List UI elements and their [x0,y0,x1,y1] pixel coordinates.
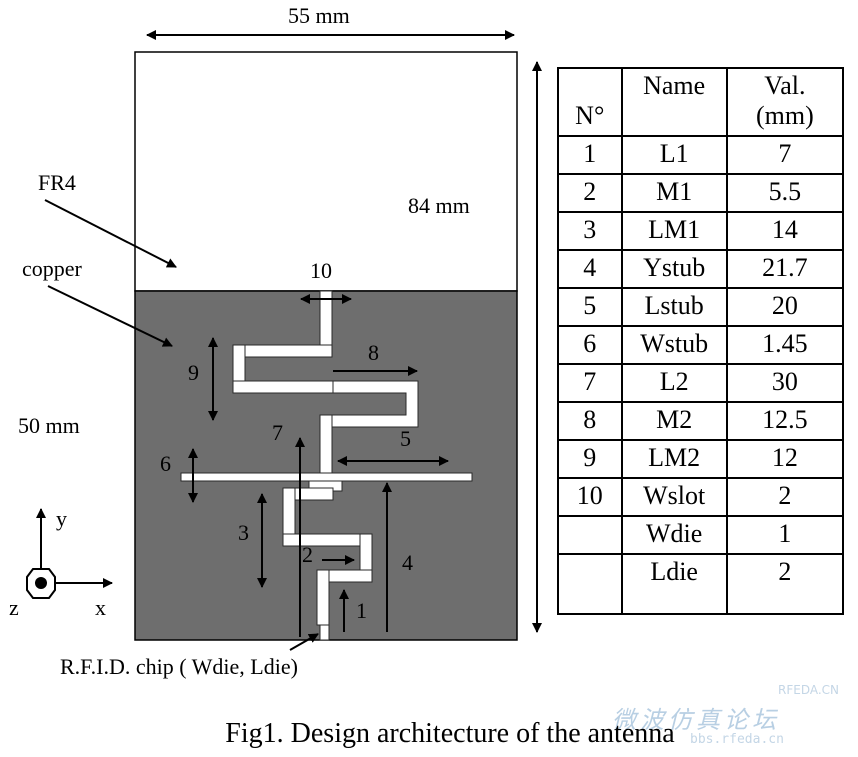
cell-number: 2 [557,173,623,213]
x-axis-label: x [95,595,106,620]
ground-height-label: 50 mm [18,413,80,438]
cell-name: M1 [620,173,728,213]
cell-value: 14 [725,211,845,251]
marker-8: 8 [368,340,379,365]
watermark-chinese: 微波仿真论坛 [612,706,780,734]
fr4-label: FR4 [38,170,76,195]
cell-value: 2 [725,553,845,615]
cell-number: 3 [557,211,623,251]
cell-name: L1 [620,135,728,175]
cell-name: Wstub [620,325,728,365]
table-row: 6 Wstub 1.45 [557,325,845,365]
rfid-chip-label: R.F.I.D. chip ( Wdie, Ldie) [60,654,298,679]
cell-number: 5 [557,287,623,327]
cell-value: 2 [725,477,845,517]
cell-name: LM2 [620,439,728,479]
cell-number: 6 [557,325,623,365]
cell-name: Wdie [620,515,728,555]
height-total-label: 84 mm [408,193,470,218]
cell-value: 7 [725,135,845,175]
cell-name-text: Wstub [640,329,709,358]
cell-number [557,515,623,555]
marker-5: 5 [400,426,411,451]
marker-10: 10 [310,258,332,283]
marker-7: 7 [272,420,283,445]
cell-value: 30 [725,363,845,403]
width-dimension-label: 55 mm [288,3,350,28]
cell-number: 4 [557,249,623,289]
header-value-line1: Val. [764,71,806,100]
antenna-slot [180,290,473,641]
cell-value: 12 [725,439,845,479]
marker-6: 6 [160,451,171,476]
header-value-line2: (mm) [756,101,814,130]
z-axis-label: z [9,595,19,620]
cell-number: 7 [557,363,623,403]
header-number: N° [557,67,623,137]
cell-name: Ystub [620,249,728,289]
header-name: Name [620,67,728,137]
header-value: Val.(mm) [725,67,845,137]
coordinate-axes [26,508,113,599]
marker-4: 4 [402,550,413,575]
cell-name: Wslot [620,477,728,517]
cell-number: 9 [557,439,623,479]
cell-name: L2 [620,363,728,403]
cell-value: 21.7 [725,249,845,289]
copper-label: copper [22,256,83,281]
marker-2: 2 [302,542,313,567]
cell-value: 12.5 [725,401,845,441]
watermark-brand: RFEDA.CN [778,683,840,697]
cell-value: 5.5 [725,173,845,213]
marker-3: 3 [238,520,249,545]
fr4-pointer [44,199,177,268]
cell-value: 1 [725,515,845,555]
cell-number: 10 [557,477,623,517]
cell-name: Ldie [620,553,728,615]
cell-number: 8 [557,401,623,441]
cell-number [557,553,623,615]
marker-9: 9 [188,360,199,385]
chip-pointer [289,633,319,651]
cell-number: 1 [557,135,623,175]
copper-pointer [47,285,173,347]
table-header-row: N° Name Val.(mm) [557,67,845,137]
header-name-text: Name [643,71,706,100]
cell-name: M2 [620,401,728,441]
marker-1: 1 [356,598,367,623]
cell-value: 20 [725,287,845,327]
cell-name: Lstub [620,287,728,327]
watermark-url: bbs.rfeda.cn [690,732,784,747]
figure-caption: Fig1. Design architecture of the antenna [225,718,675,749]
fr4-substrate [134,51,518,292]
cell-value: 1.45 [725,325,845,365]
y-axis-label: y [56,506,67,531]
cell-name: LM1 [620,211,728,251]
